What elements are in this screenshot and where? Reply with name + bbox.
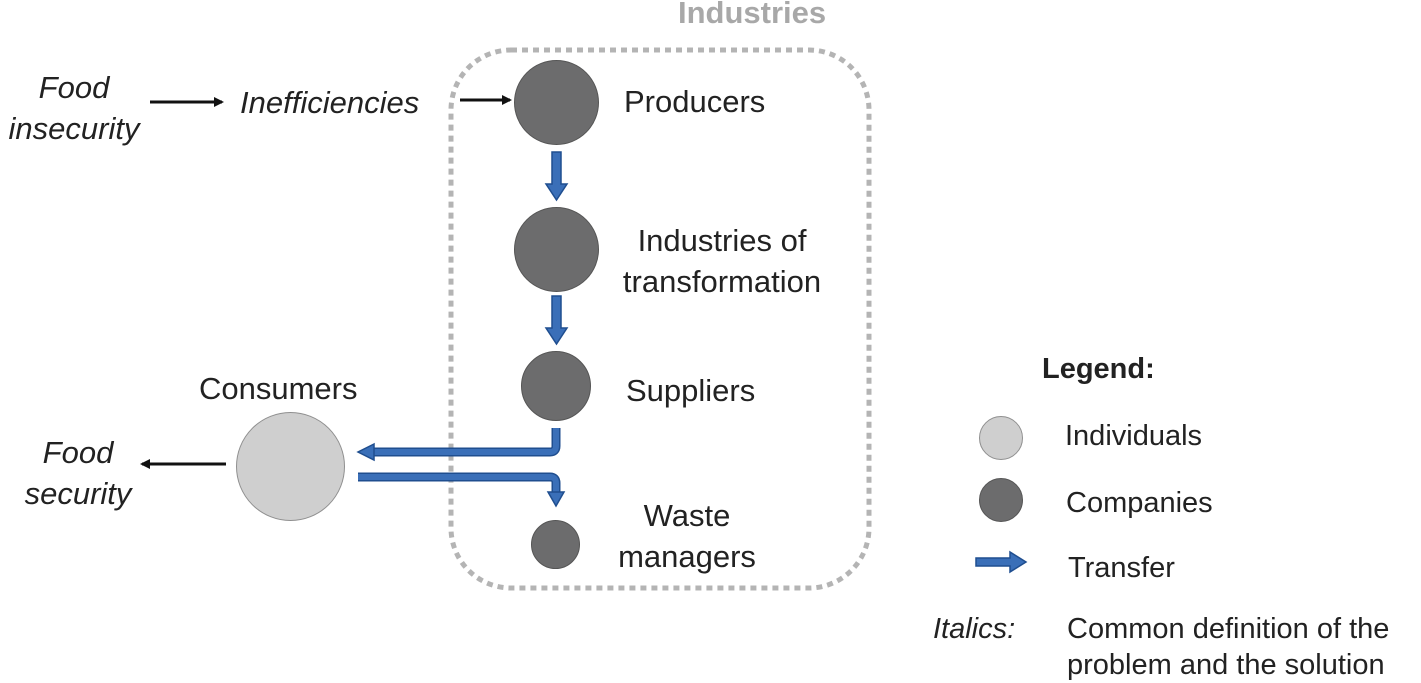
transfer-consumers-to-waste-arrow bbox=[358, 472, 566, 508]
legend-individuals-label: Individuals bbox=[1065, 420, 1203, 452]
food-insecurity-label: Food insecurity bbox=[0, 67, 150, 149]
suppliers-node bbox=[521, 351, 591, 421]
transfer-suppliers-to-consumers-arrow bbox=[356, 428, 561, 462]
food-insecurity-line1: Food bbox=[38, 70, 110, 105]
waste-managers-node bbox=[531, 520, 580, 569]
legend-individuals-icon bbox=[979, 416, 1023, 460]
waste-managers-label: Waste managers bbox=[604, 495, 770, 577]
legend-companies-icon bbox=[979, 478, 1023, 522]
legend-italics-description-line2: problem and the solution bbox=[1067, 649, 1385, 681]
legend-transfer-label: Transfer bbox=[1068, 552, 1175, 584]
industries-group-label: Industries bbox=[678, 0, 827, 30]
waste-managers-label-line1: Waste bbox=[643, 498, 731, 533]
consumers-node bbox=[236, 412, 345, 521]
legend-italics-description: Common definition of the problem and the… bbox=[1067, 611, 1389, 683]
transformation-node bbox=[514, 207, 599, 292]
transformation-label-line2: transformation bbox=[622, 264, 822, 299]
industries-group-border bbox=[448, 47, 872, 591]
inefficiencies-label: Inefficiencies bbox=[240, 85, 420, 120]
waste-managers-label-line2: managers bbox=[618, 539, 756, 574]
food-security-line1: Food bbox=[42, 435, 114, 470]
food-security-line2: security bbox=[24, 476, 132, 511]
transformation-label: Industries of transformation bbox=[604, 220, 840, 302]
transfer-transformation-to-suppliers-arrow bbox=[544, 295, 569, 346]
food-insecurity-line2: insecurity bbox=[8, 111, 140, 146]
producers-label: Producers bbox=[624, 84, 766, 119]
suppliers-label: Suppliers bbox=[626, 373, 756, 408]
legend-italics-key: Italics: bbox=[933, 613, 1016, 645]
legend-title: Legend: bbox=[1042, 353, 1155, 385]
producers-node bbox=[514, 60, 599, 145]
transformation-label-line1: Industries of bbox=[637, 223, 807, 258]
food-security-label: Food security bbox=[10, 432, 146, 514]
legend-companies-label: Companies bbox=[1066, 487, 1213, 519]
consumers-label: Consumers bbox=[199, 371, 358, 406]
transfer-producers-to-transformation-arrow bbox=[544, 151, 569, 202]
legend-transfer-icon bbox=[975, 550, 1028, 574]
legend-italics-description-line1: Common definition of the bbox=[1067, 613, 1390, 645]
